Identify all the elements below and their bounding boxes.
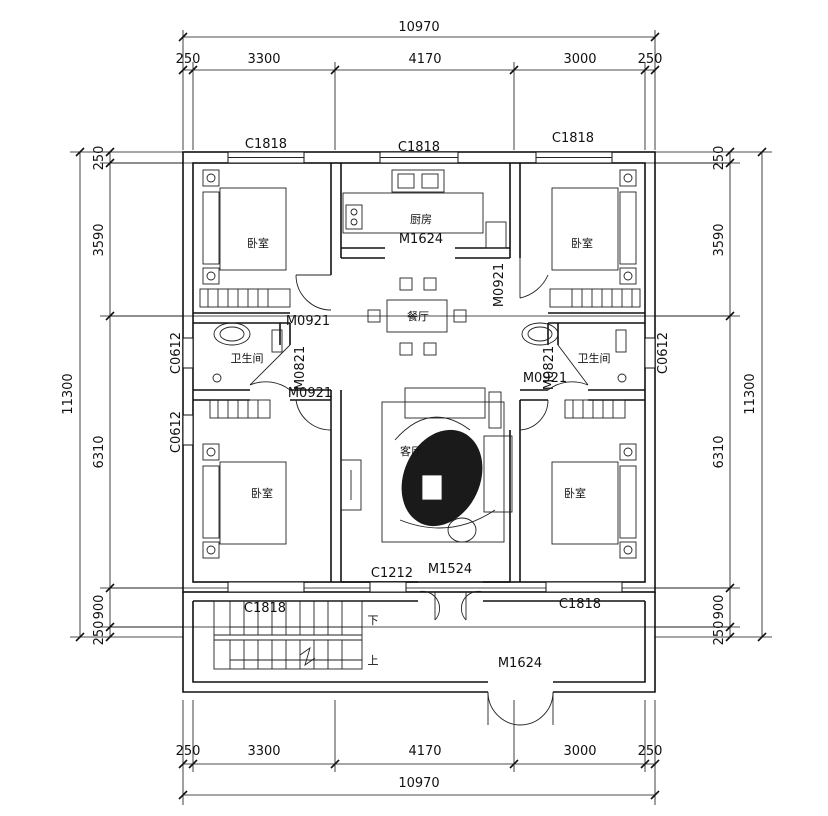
door-label: M0921 xyxy=(288,386,332,401)
dim-bottom-seg: 250 xyxy=(176,744,201,759)
dim-left-seg: 250 xyxy=(92,146,107,171)
doors xyxy=(249,258,589,726)
dim-bottom-seg: 3000 xyxy=(563,744,596,759)
window-label: C0612 xyxy=(656,332,671,374)
door-label: M0821 xyxy=(542,346,557,390)
room-label-dining: 餐厅 xyxy=(407,309,429,323)
door-label: M1624 xyxy=(498,656,542,671)
dim-left-seg: 900 xyxy=(92,595,107,620)
door-label: M0921 xyxy=(523,371,567,386)
door-label: M1624 xyxy=(399,232,443,247)
bed-sw xyxy=(219,461,287,545)
dim-bottom-seg: 3300 xyxy=(247,744,280,759)
window-label: C0612 xyxy=(169,411,184,453)
dim-top-seg: 3300 xyxy=(247,52,280,67)
dim-left-seg: 3590 xyxy=(92,223,107,256)
bed-ne xyxy=(551,187,619,271)
door-label: M0921 xyxy=(492,263,507,307)
room-label-bedroom-se: 卧室 xyxy=(564,486,586,500)
room-label-bedroom-nw: 卧室 xyxy=(247,236,269,250)
opening-labels: C1818 C1818 C1818 M1624 M0921 M0921 M082… xyxy=(169,131,671,671)
window-label: C1212 xyxy=(371,566,413,581)
door-label: M1524 xyxy=(428,562,472,577)
room-label-bath-west: 卫生间 xyxy=(231,351,264,365)
dim-top-seg: 3000 xyxy=(563,52,596,67)
dim-right-seg: 3590 xyxy=(712,223,727,256)
window-label: C1818 xyxy=(398,140,440,155)
dim-top-seg: 4170 xyxy=(408,52,441,67)
bed-se xyxy=(551,461,619,545)
window-label: C1818 xyxy=(244,601,286,616)
dim-left-seg: 6310 xyxy=(92,435,107,468)
dim-right-seg: 250 xyxy=(712,146,727,171)
dim-right-total: 11300 xyxy=(743,373,758,414)
window-label: C0612 xyxy=(169,332,184,374)
room-labels: 卧室 卧室 卧室 卧室 厨房 餐厅 客厅 卫生间 卫生间 xyxy=(231,213,611,500)
dim-top-seg: 250 xyxy=(638,52,663,67)
room-label-bath-east: 卫生间 xyxy=(578,351,611,365)
dim-top-total: 10970 xyxy=(398,20,439,35)
furniture xyxy=(199,169,641,670)
dim-right-seg: 6310 xyxy=(712,435,727,468)
room-label-bedroom-sw: 卧室 xyxy=(251,486,273,500)
window-label: C1818 xyxy=(245,137,287,152)
dim-top-seg: 250 xyxy=(176,52,201,67)
dimension-labels: 10970 250 3300 4170 3000 250 250 3300 41… xyxy=(61,20,758,791)
bed-nw xyxy=(219,187,287,271)
stair-labels: 下 上 xyxy=(368,614,379,667)
windows xyxy=(182,151,656,593)
dim-bottom-seg: 4170 xyxy=(408,744,441,759)
stair-down-label: 下 xyxy=(368,614,379,627)
dim-bottom-seg: 250 xyxy=(638,744,663,759)
dining-table xyxy=(386,299,448,333)
door-label: M0821 xyxy=(293,346,308,390)
door-label: M0921 xyxy=(286,314,330,329)
window-label: C1818 xyxy=(559,597,601,612)
dim-left-seg: 250 xyxy=(92,621,107,646)
dim-left-total: 11300 xyxy=(61,373,76,414)
dim-right-seg: 250 xyxy=(712,621,727,646)
staircase xyxy=(213,600,363,670)
dim-right-seg: 900 xyxy=(712,595,727,620)
room-label-kitchen: 厨房 xyxy=(410,213,432,226)
dim-bottom-total: 10970 xyxy=(398,776,439,791)
room-label-living: 客厅 xyxy=(400,444,422,458)
window-label: C1818 xyxy=(552,131,594,146)
room-label-bedroom-ne: 卧室 xyxy=(571,236,593,250)
stair-up-label: 上 xyxy=(368,654,379,667)
